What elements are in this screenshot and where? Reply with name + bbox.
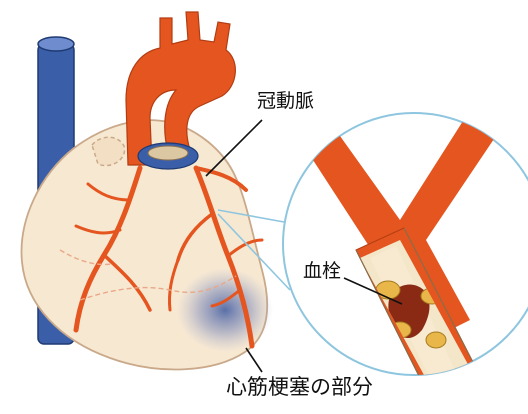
infarct-region-label: 心筋梗塞の部分 [226,377,373,398]
infarct-shading [177,268,273,352]
thrombus-label: 血栓 [303,262,341,281]
coronary-artery-label: 冠動脈 [257,92,314,111]
zoom-circle [283,110,528,400]
aorta [126,12,235,165]
